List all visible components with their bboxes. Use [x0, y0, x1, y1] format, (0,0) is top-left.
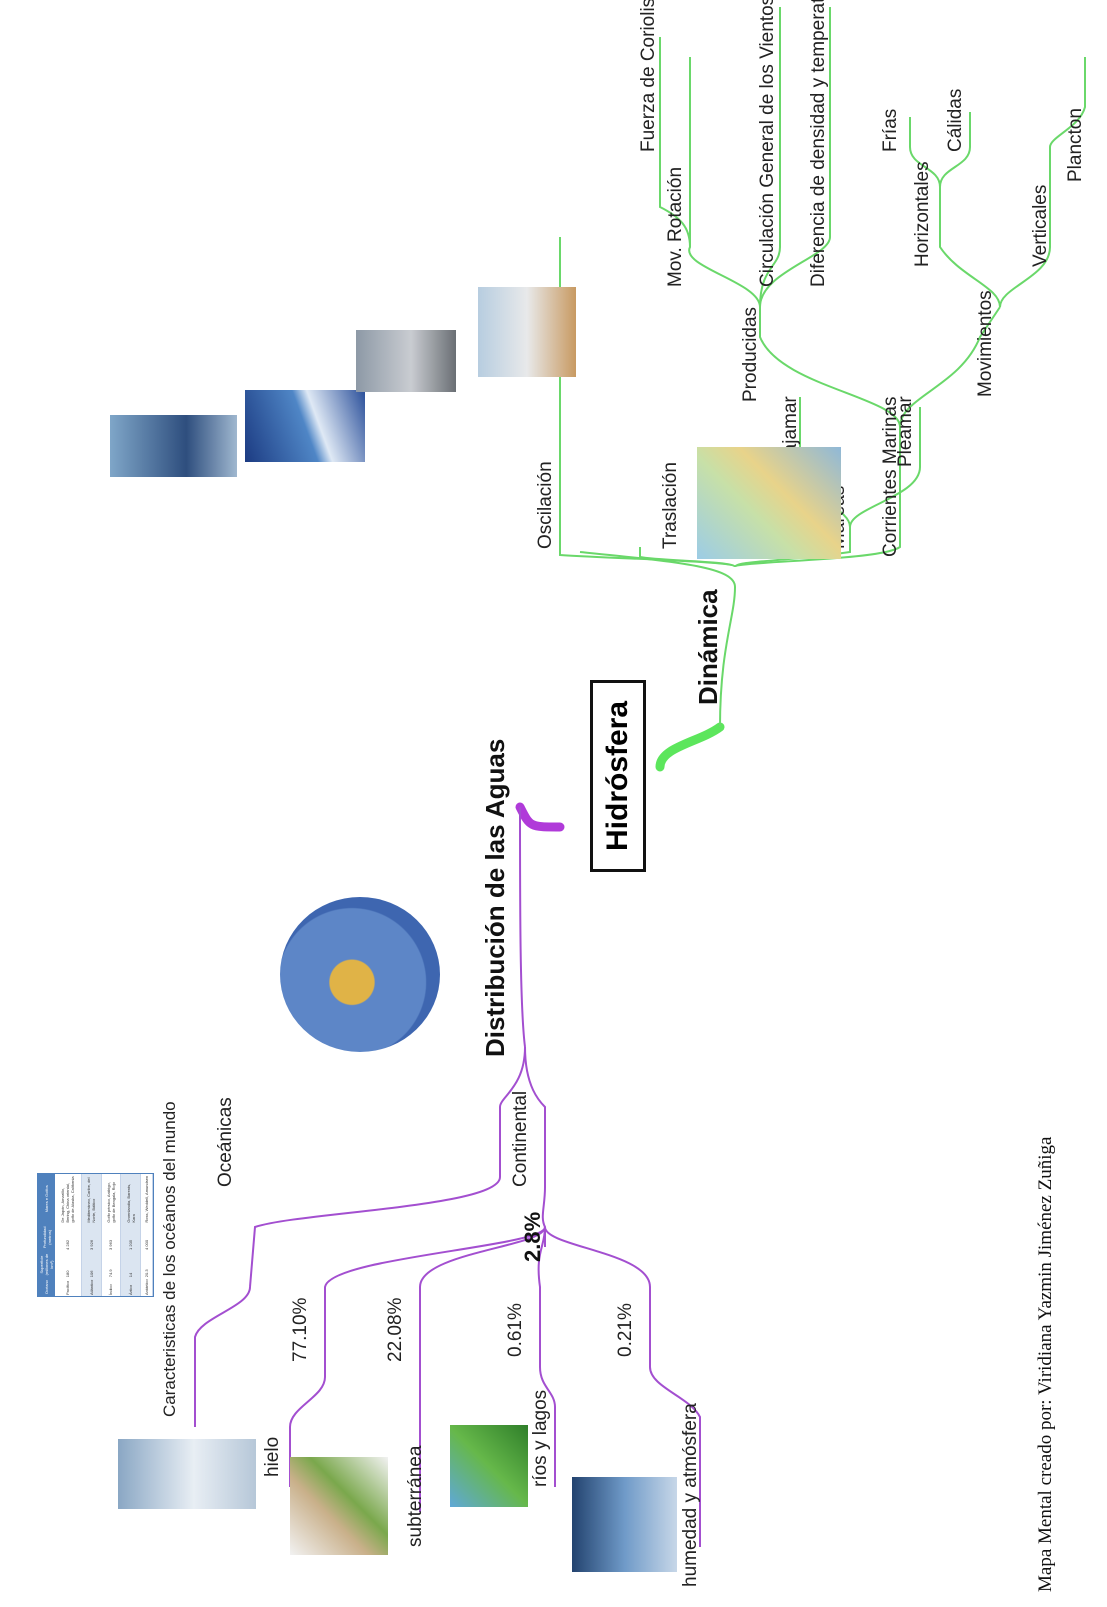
corrientes-label[interactable]: Corrientes Marinas [880, 396, 901, 558]
dinamica-label[interactable]: Dinámica [693, 589, 723, 705]
table-cell: 20.3 [140, 1250, 153, 1279]
author-credit: Mapa Mental creado por: Viridiana Yazmin… [1035, 1136, 1056, 1592]
table-row: Antártico 20.3 4 000 Ross, Weddell, Amun… [140, 1174, 153, 1296]
rios-lagos-photo [450, 1425, 528, 1507]
table-cell: 3 963 [101, 1223, 121, 1251]
table-row: Pacífico 180 4 282 De Japón, Amarillo, B… [55, 1174, 82, 1296]
table-cell: Groenlandia, Barents, Kara [120, 1174, 141, 1224]
traslacion-photo [245, 390, 365, 462]
table-cell: 4 000 [140, 1223, 153, 1251]
continental-percent: 2.8% [520, 1211, 545, 1262]
hielo-photo [118, 1439, 256, 1509]
table-cell: Golfo pérsico, Arábigo, golfo de Bengala… [101, 1174, 121, 1224]
plancton-label[interactable]: Plancton [1065, 108, 1086, 182]
oscilacion-photo [110, 415, 237, 477]
subterranea-percent: 22.08% [385, 1297, 406, 1362]
table-cell: Atlántico [81, 1278, 102, 1296]
frias-label[interactable]: Frías [880, 108, 901, 152]
continental-label[interactable]: Continental [510, 1090, 531, 1187]
table-cell: 106 [81, 1250, 102, 1279]
oceanicas-label[interactable]: Oceánicas [215, 1097, 236, 1187]
rios-lagos-label[interactable]: ríos y lagos [530, 1389, 551, 1487]
rios-lagos-percent: 0.61% [505, 1303, 526, 1357]
dinamica-edges [559, 7, 1086, 728]
fuerza-coriolis-label[interactable]: Fuerza de Coriolis [638, 0, 659, 152]
table-row: Ártico 14 1 205 Groenlandia, Barents, Ka… [120, 1174, 141, 1296]
table-cell: Ártico [120, 1278, 141, 1296]
bajamar-photo [356, 330, 456, 392]
root-purple-stub [515, 802, 565, 832]
table-cell: 3 926 [81, 1223, 102, 1251]
root-node[interactable]: Hidrósfera [590, 679, 646, 872]
diferencia-densidad-label[interactable]: Diferencia de densidad y temperatura del… [808, 0, 829, 287]
distribucion-label[interactable]: Distribución de las Aguas [480, 738, 510, 1057]
table-cell: Índico [101, 1278, 121, 1296]
corrientes-map [697, 447, 841, 559]
root-green-stub [655, 722, 725, 772]
table-cell: Mediterráneo, Caribe, del Norte, Báltico [81, 1174, 102, 1224]
caracteristicas-label[interactable]: Caracteristicas de los océanos del mundo [160, 1101, 179, 1417]
table-row: Atlántico 106 3 926 Mediterráneo, Caribe… [81, 1174, 102, 1296]
producidas-label[interactable]: Producidas [740, 306, 761, 402]
hielo-label[interactable]: hielo [262, 1436, 283, 1477]
oceans-table: Océano Superficie (millones de km²) Prof… [37, 1173, 154, 1297]
table-cell: Pacífico [55, 1278, 82, 1296]
verticales-label[interactable]: Verticales [1030, 184, 1051, 267]
table-cell: De Japón, Amarillo, Bering, China orient… [55, 1174, 82, 1224]
calidas-label[interactable]: Cálidas [945, 88, 966, 152]
subterranea-illustration [290, 1457, 388, 1555]
table-cell: Ross, Weddell, Amundsen [140, 1174, 153, 1224]
humedad-percent: 0.21% [615, 1303, 636, 1357]
table-cell: 4 282 [55, 1223, 82, 1251]
table-cell: 74.9 [101, 1250, 121, 1279]
world-globe [280, 897, 440, 1052]
humedad-photo [572, 1477, 677, 1572]
humedad-label[interactable]: humedad y atmósfera [680, 1403, 701, 1587]
circulacion-vientos-label[interactable]: Circulación General de los Vientos [757, 0, 778, 287]
table-header: Profundidad (metros) [38, 1223, 55, 1251]
table-cell: Antártico [140, 1278, 153, 1296]
table-header: Océano [38, 1278, 55, 1296]
pleamar-photo [478, 287, 576, 377]
hielo-percent: 77.10% [290, 1297, 311, 1362]
table-header: Superficie (millones de km²) [38, 1250, 55, 1279]
distribucion-edges [194, 806, 701, 1547]
traslacion-label[interactable]: Traslación [660, 462, 681, 549]
subterranea-label[interactable]: subterránea [405, 1445, 426, 1547]
mov-rotacion-label[interactable]: Mov. Rotación [665, 166, 686, 287]
oscilacion-label[interactable]: Oscilación [535, 461, 556, 549]
movimientos-label[interactable]: Movimientos [975, 290, 996, 397]
table-cell: 180 [55, 1250, 82, 1279]
table-cell: 1 205 [120, 1223, 141, 1251]
table-row: Índico 74.9 3 963 Golfo pérsico, Arábigo… [101, 1174, 121, 1296]
horizontales-label[interactable]: Horizontales [912, 161, 933, 267]
table-cell: 14 [120, 1250, 141, 1279]
table-header: Mares e Golfos [38, 1174, 55, 1224]
